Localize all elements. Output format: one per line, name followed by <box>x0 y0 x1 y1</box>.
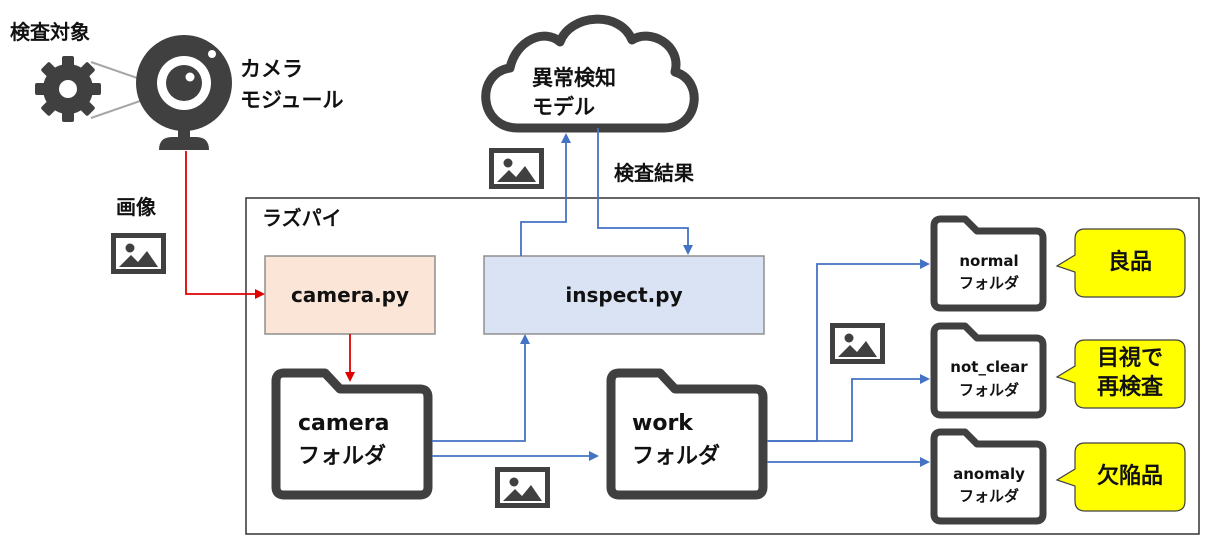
camera-folder-suffix: フォルダ <box>298 444 387 469</box>
work-folder-suffix: フォルダ <box>632 444 721 469</box>
image-icon-work <box>498 470 548 506</box>
folder-icon-work <box>606 368 768 500</box>
normal-folder-suffix: フォルダ <box>958 274 1019 292</box>
arrow-camera-to-script <box>185 151 265 299</box>
callout-good <box>1055 228 1186 298</box>
image-icon-camera <box>114 236 164 272</box>
gear-icon <box>35 56 101 122</box>
model-label-line1: 異常検知 <box>532 66 616 90</box>
raspberry-pi-label: ラズパイ <box>262 206 342 230</box>
camera-module-label-line1: カメラ <box>240 57 303 81</box>
image-icon-results <box>833 326 883 362</box>
anomaly-folder-name: anomaly <box>953 465 1025 483</box>
webcam-icon <box>136 35 232 150</box>
folder-icon-camera <box>271 368 433 500</box>
camera-py-box <box>264 255 436 335</box>
callout-recheck <box>1055 339 1186 409</box>
arrow-work-to-not-clear <box>767 374 930 442</box>
callout-defect <box>1055 442 1186 512</box>
inspect-py-box <box>483 255 765 335</box>
image-label: 画像 <box>116 195 156 219</box>
folder-icon-not-clear <box>930 322 1047 419</box>
not-clear-folder-name: not_clear <box>950 358 1028 376</box>
anomaly-folder-suffix: フォルダ <box>958 487 1019 505</box>
normal-folder-name: normal <box>959 252 1019 270</box>
callout-recheck-text: 目視で 再検査 <box>1075 340 1185 408</box>
arrow-inspect-to-cloud <box>520 133 571 256</box>
callout-good-text: 良品 <box>1107 249 1152 275</box>
inspection-result-label: 検査結果 <box>614 161 694 185</box>
arrow-camera-folder-to-inspect <box>432 334 530 442</box>
camera-module-label-line2: モジュール <box>240 88 344 112</box>
folder-icon-anomaly <box>930 428 1047 525</box>
folder-icon-normal <box>930 215 1047 312</box>
inspect-py-label: inspect.py <box>565 283 683 307</box>
callout-recheck-line1: 目視で <box>1096 346 1163 372</box>
callout-recheck-line2: 再検査 <box>1096 375 1163 400</box>
callout-defect-text: 欠陥品 <box>1096 463 1163 489</box>
model-label-line2: モデル <box>532 95 595 119</box>
not-clear-folder-suffix: フォルダ <box>958 381 1019 399</box>
camera-py-label: camera.py <box>290 283 410 307</box>
arrow-cloud-to-inspect <box>597 128 693 255</box>
work-folder-name: work <box>632 411 693 436</box>
camera-folder-name: camera <box>298 411 390 436</box>
inspection-target-label: 検査対象 <box>10 20 90 44</box>
raspberry-pi-boundary <box>245 197 1200 535</box>
cloud-icon <box>481 14 699 133</box>
image-icon-cloud <box>492 151 542 187</box>
